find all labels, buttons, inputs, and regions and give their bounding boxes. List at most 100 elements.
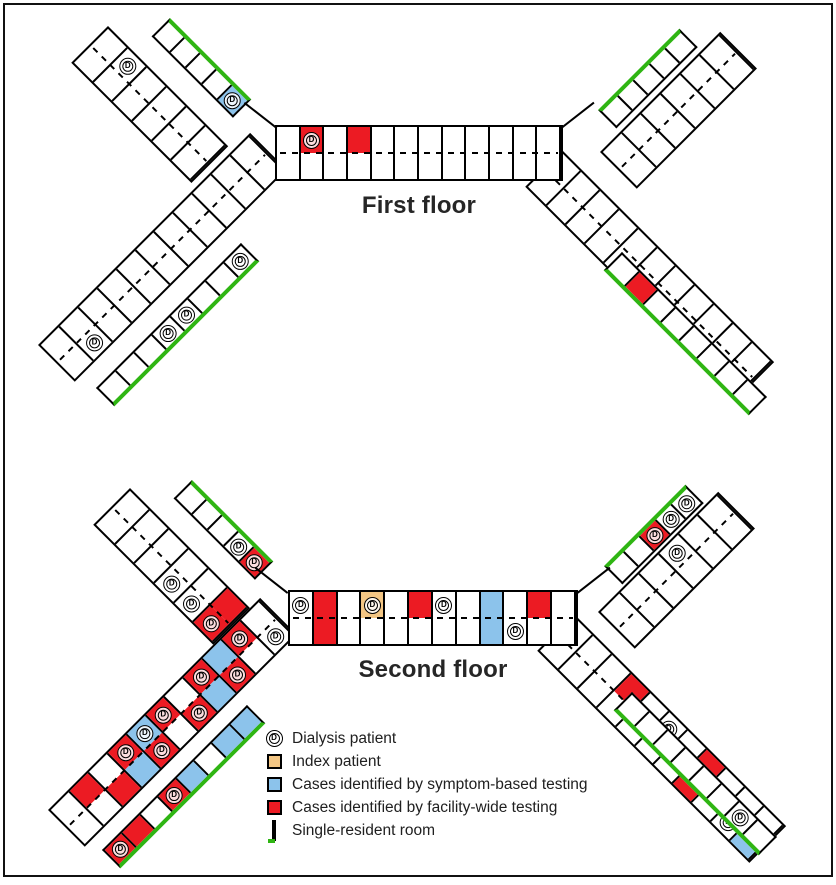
room [514,153,536,179]
dialysis-marker: D [228,665,246,683]
dialysis-marker: D [152,742,170,760]
room-column [480,592,505,644]
room [385,618,407,644]
room-column [514,127,538,179]
dialysis-marker: D [506,622,524,640]
room-column: D [290,592,314,644]
room [385,592,407,618]
dialysis-marker: D [231,252,249,270]
first-floor-connector-line-left [243,102,278,129]
dialysis-marker-letter: D [295,599,307,611]
dialysis-marker-letter: D [119,747,131,759]
second-floor-connector-line-right [577,566,611,594]
dialysis-marker: D [119,57,137,75]
room: D [361,592,384,618]
dialysis-marker-letter: D [195,671,207,683]
room-column [395,127,420,179]
room [481,618,503,644]
room [433,618,455,644]
dialysis-marker: D [183,595,201,613]
legend-label: Cases identified by facility-wide testin… [292,798,558,816]
dialysis-marker-letter: D [671,547,683,559]
dialysis-marker: D [224,91,242,109]
legend-label: Index patient [292,752,381,770]
room [348,153,370,179]
dialysis-marker: D [662,510,680,528]
dialysis-marker: D [303,131,320,149]
room-column [537,127,562,179]
dialysis-marker: D [135,725,153,743]
room-column: D [433,592,457,644]
dialysis-marker-letter: D [306,134,317,146]
room [490,127,512,153]
room [348,127,370,153]
room-column [466,127,491,179]
dialysis-marker-letter: D [735,812,747,824]
room-column [277,127,301,179]
dialysis-marker: D [190,703,208,721]
dialysis-marker-letter: D [234,255,246,267]
room [419,127,441,153]
room [301,153,323,179]
dialysis-marker-letter: D [231,668,243,680]
second-floor-connector-line-left [254,567,289,594]
first-floor-label: First floor [361,192,477,219]
first-floor-northwest-wing: D [71,26,229,183]
room-column [324,127,349,179]
dialysis-marker: D [363,596,381,614]
room [537,153,559,179]
room [457,592,479,618]
legend-row-dialysis: D Dialysis patient [263,727,588,750]
room-column [443,127,467,179]
dialysis-marker: D [177,306,195,324]
dialysis-marker-letter: D [227,94,239,106]
room [314,592,336,618]
room [361,618,383,644]
facility-wide-case-swatch-icon [263,800,285,815]
room [409,618,431,644]
first-floor-connector-line-right [561,101,595,129]
room-column [552,592,576,644]
room-column [457,592,481,644]
room [338,618,360,644]
room [324,153,346,179]
room [481,592,503,618]
legend-row-facility-wide-cases: Cases identified by facility-wide testin… [263,796,588,819]
dialysis-marker: D [192,668,210,686]
dialysis-marker: D [163,575,181,593]
dialysis-marker-letter: D [233,632,245,644]
dialysis-marker-letter: D [168,789,180,801]
room-column [372,127,396,179]
first-floor-southeast-wing [525,150,775,399]
dialysis-marker: D [165,786,183,804]
dialysis-marker: D [292,596,310,614]
room [457,618,479,644]
room [409,592,431,618]
dialysis-marker-letter: D [180,309,192,321]
dialysis-marker-letter: D [205,618,217,629]
index-patient-swatch-icon [263,754,285,769]
dialysis-marker: D [646,526,664,544]
dialysis-marker: D [435,596,453,614]
dialysis-marker-letter: D [88,337,100,349]
room [537,127,559,153]
dialysis-marker: D [111,840,129,858]
dialysis-marker: D [85,334,103,352]
room [514,127,536,153]
room [466,127,488,153]
room [277,127,299,153]
dialysis-marker: D [154,706,172,724]
room [552,618,574,644]
dialysis-marker-letter: D [249,556,261,568]
first-floor-center-wing: D [275,125,563,181]
dialysis-marker: D [159,324,177,342]
dialysis-marker-letter: D [138,728,150,740]
symptom-case-swatch-icon [263,777,285,792]
room [277,153,299,179]
dialysis-marker-letter: D [438,599,450,611]
room [528,592,551,618]
room [552,592,574,618]
room [372,127,394,153]
dialysis-marker-letter: D [155,745,167,757]
